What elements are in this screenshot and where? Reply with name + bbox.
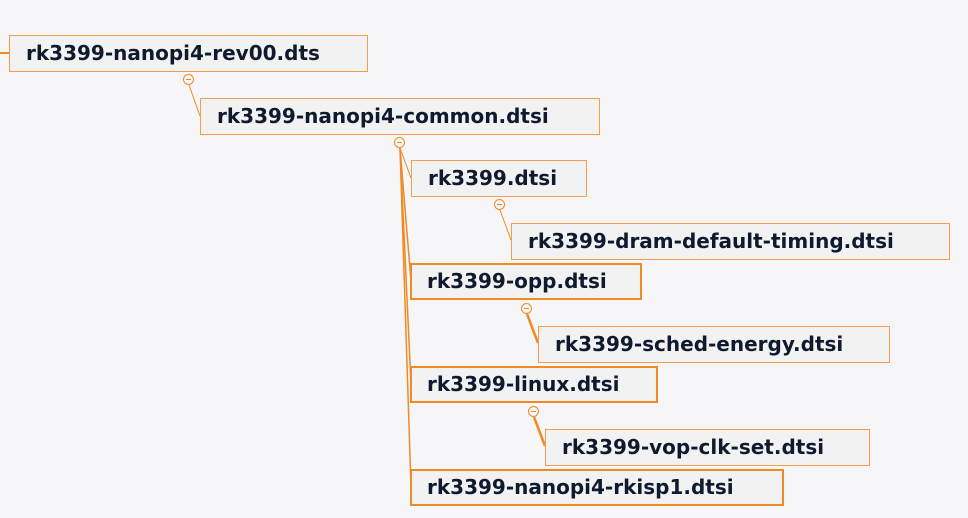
collapse-icon[interactable] <box>528 406 539 417</box>
tree-node-rk3399-nanopi4-rkisp1[interactable]: rk3399-nanopi4-rkisp1.dtsi <box>410 469 784 506</box>
link-rev00-to-common <box>188 84 201 117</box>
tree-node-rk3399-dram-default-timing[interactable]: rk3399-dram-default-timing.dtsi <box>511 223 950 260</box>
collapse-icon[interactable] <box>521 303 532 314</box>
collapse-icon[interactable] <box>494 199 505 210</box>
tree-node-rk3399-linux[interactable]: rk3399-linux.dtsi <box>410 366 658 403</box>
collapse-icon[interactable] <box>183 74 194 85</box>
tree-node-rk3399-nanopi4-rev00[interactable]: rk3399-nanopi4-rev00.dts <box>9 35 368 72</box>
collapse-icon[interactable] <box>394 137 405 148</box>
link-rk3399-to-dram <box>499 209 512 241</box>
tree-node-rk3399-opp[interactable]: rk3399-opp.dtsi <box>410 263 642 300</box>
link-common-to-rkisp1 <box>399 147 412 488</box>
tree-node-rk3399-vop-clk-set[interactable]: rk3399-vop-clk-set.dtsi <box>545 429 870 466</box>
link-linux-to-vop <box>532 416 547 447</box>
tree-node-rk3399-nanopi4-common[interactable]: rk3399-nanopi4-common.dtsi <box>200 98 600 135</box>
tree-node-rk3399[interactable]: rk3399.dtsi <box>411 160 587 197</box>
link-common-to-rk3399 <box>399 147 412 179</box>
link-opp-to-sched <box>525 313 540 344</box>
link-common-to-opp <box>399 147 412 282</box>
tree-node-rk3399-sched-energy[interactable]: rk3399-sched-energy.dtsi <box>538 326 890 363</box>
